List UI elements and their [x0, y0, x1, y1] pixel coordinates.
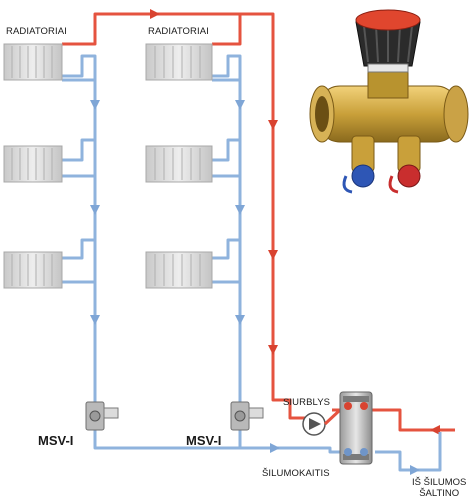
radiator-right-1	[145, 43, 213, 81]
pump-icon	[302, 412, 326, 436]
return-pipes	[62, 54, 442, 472]
return-arrows	[90, 100, 420, 475]
pump-label: SIURBLYS	[283, 397, 331, 408]
radiator-left-3	[3, 251, 63, 289]
radiator-right-2	[145, 145, 213, 183]
radiator-right-3	[145, 251, 213, 289]
valve-left-label: MSV-I	[38, 433, 74, 448]
balancing-valve-illustration	[309, 9, 469, 194]
heat-exchanger-icon	[339, 391, 373, 465]
radiator-left-2	[3, 145, 63, 183]
radiators-right-label: RADIATORIAI	[148, 26, 209, 37]
valve-right	[230, 401, 264, 431]
source-label-line2: ŠALTINO	[419, 488, 460, 499]
valve-right-label: MSV-I	[186, 433, 222, 448]
supply-arrows	[150, 9, 440, 435]
radiators-left-label: RADIATORIAI	[6, 26, 67, 37]
radiator-left-1	[3, 43, 63, 81]
source-label: IŠ ŠILUMOS ŠALTINO	[412, 477, 466, 499]
heat-exchanger-label: ŠILUMOKAITIS	[262, 468, 330, 479]
valve-left	[85, 401, 119, 431]
source-label-line1: IŠ ŠILUMOS	[412, 477, 467, 488]
